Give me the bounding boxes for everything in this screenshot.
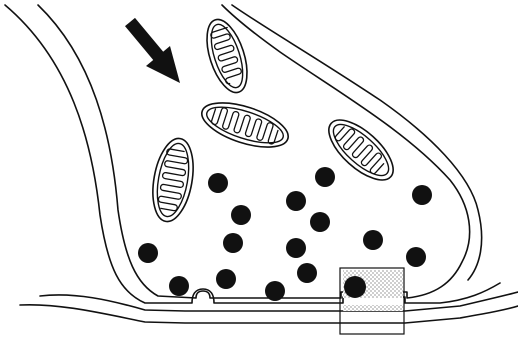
terminal-membrane-inner: [38, 5, 470, 298]
vesicle: [286, 238, 306, 258]
vesicle: [412, 185, 432, 205]
direction-arrow: [130, 22, 180, 83]
vesicle: [315, 167, 335, 187]
vesicle: [216, 269, 236, 289]
vesicle: [223, 233, 243, 253]
vesicle: [138, 243, 158, 263]
vesicle: [231, 205, 251, 225]
vesicle: [286, 191, 306, 211]
vesicle: [363, 230, 383, 250]
vesicle: [310, 212, 330, 232]
mitochondrion: [197, 94, 294, 156]
vesicle: [406, 247, 426, 267]
mitochondrion: [147, 135, 199, 224]
fusing-vesicle: [344, 276, 366, 298]
vesicle: [265, 281, 285, 301]
vesicle: [169, 276, 189, 296]
vesicle: [208, 173, 228, 193]
stippled-cleft: [343, 305, 403, 311]
vesicle: [297, 263, 317, 283]
arrow-shaft: [130, 22, 160, 58]
fusion-highlight-box: [340, 268, 404, 334]
